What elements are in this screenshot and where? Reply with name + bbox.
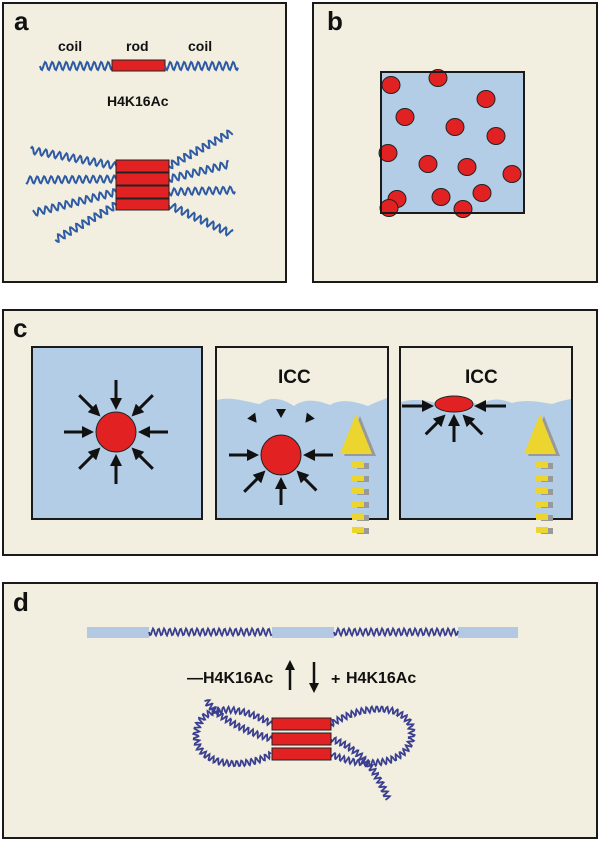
compacted-rod-stack — [271, 717, 332, 761]
particle-near-interface — [260, 434, 302, 476]
pressure-arrow — [131, 447, 154, 470]
panel-a-frame — [2, 2, 287, 283]
panel-d-frame — [2, 582, 598, 839]
rod-stack-bar — [115, 159, 170, 173]
coil-tail-left — [25, 174, 117, 185]
panel-c: c ICC ICC — [2, 309, 598, 556]
dash-yellow — [536, 475, 548, 481]
coil-right-label: coil — [188, 38, 212, 54]
icc-label-right: ICC — [465, 367, 498, 388]
dash-yellow — [536, 501, 548, 507]
spacer-bar — [87, 627, 149, 638]
left-fiber-loop — [191, 699, 274, 768]
panel-a-label: a — [14, 6, 29, 36]
upward-gradient-arrow-right — [524, 414, 560, 534]
dash-yellow — [352, 462, 364, 468]
rod-stack-bar — [115, 172, 170, 186]
plus-sign: + — [331, 671, 340, 688]
small-pressure-arrowhead — [305, 412, 315, 423]
rod-stack-bar — [115, 185, 170, 199]
particle — [486, 127, 506, 145]
coil-left-label: coil — [58, 38, 82, 54]
particle — [476, 90, 496, 108]
coil-tail-left — [54, 201, 117, 243]
panel-c-label: c — [13, 313, 27, 343]
particle — [453, 200, 473, 218]
panel-b-label: b — [327, 6, 343, 36]
particle — [381, 76, 401, 94]
fiber-coils — [25, 129, 236, 243]
dash-yellow — [352, 527, 364, 533]
dash-yellow — [536, 514, 548, 520]
plus-h4k16ac-label: H4K16Ac — [346, 670, 416, 687]
icc-label-middle: ICC — [278, 367, 311, 388]
rod-label: rod — [126, 38, 149, 54]
pressure-arrows-interface — [229, 409, 333, 505]
dash-yellow — [536, 527, 548, 533]
dash-yellow — [352, 501, 364, 507]
arrow-head-yellow — [524, 414, 556, 454]
modification-label: H4K16Ac — [107, 93, 169, 109]
minus-sign: — — [187, 670, 203, 687]
compacted-rod — [271, 717, 332, 731]
panel-d: d — H4K16Ac + H4K16Ac — [2, 582, 598, 839]
particle — [445, 118, 465, 136]
dash-yellow — [536, 488, 548, 494]
pressure-arrows-bulk — [64, 380, 168, 484]
small-pressure-arrowhead — [247, 412, 257, 423]
pressure-arrow — [243, 470, 266, 493]
pressure-arrow — [296, 470, 318, 492]
pressure-arrow — [78, 394, 101, 417]
dash-yellow — [352, 514, 364, 520]
particle-at-interface — [434, 395, 474, 413]
coil-segment — [148, 626, 273, 638]
dispersed-particles — [378, 69, 525, 218]
compacted-rod — [271, 732, 332, 746]
minus-h4k16ac-label: H4K16Ac — [203, 670, 273, 687]
panel-d-label: d — [13, 587, 29, 617]
pressure-arrows-at-interface — [402, 400, 506, 442]
panel-b: b — [312, 2, 598, 283]
particle — [395, 108, 415, 126]
coil-tail-right — [167, 202, 234, 237]
upward-gradient-arrow-middle — [340, 414, 376, 534]
coil-tail-left — [32, 187, 117, 217]
compacted-rod — [271, 747, 332, 761]
spacer-bar — [272, 627, 334, 638]
coil-tail-left — [29, 145, 117, 170]
coil-tail-right — [168, 129, 234, 170]
small-pressure-arrowhead — [276, 409, 286, 418]
particle — [431, 188, 451, 206]
particle — [418, 155, 438, 173]
right-fiber-loop — [329, 704, 416, 801]
interface-water-middle — [217, 398, 387, 518]
coil-tail-right — [168, 159, 229, 184]
interface-water-right — [401, 399, 571, 518]
pressure-arrow — [424, 414, 446, 436]
rod-stack-bar — [115, 198, 170, 211]
coil-tail-right — [168, 185, 236, 197]
particle — [502, 165, 522, 183]
particle — [378, 144, 398, 162]
solution-box-border — [380, 71, 525, 214]
dash-yellow — [352, 488, 364, 494]
pressure-arrow — [78, 447, 101, 470]
dash-yellow — [536, 462, 548, 468]
particle — [472, 184, 492, 202]
particle — [457, 158, 477, 176]
coil-left — [39, 60, 113, 72]
coil-right — [164, 60, 239, 72]
pressure-arrow — [462, 414, 484, 436]
spacer-bar — [458, 627, 518, 638]
particle-bulk — [95, 411, 137, 453]
particle — [428, 69, 448, 87]
arrow-head-yellow — [340, 414, 372, 454]
rod-monomer — [111, 59, 166, 72]
coil-segment — [333, 626, 459, 638]
panel-a: a coil rod coil H4K16Ac — [2, 2, 287, 283]
pressure-arrow — [131, 394, 154, 417]
dash-yellow — [352, 475, 364, 481]
rod-stack — [115, 159, 170, 211]
